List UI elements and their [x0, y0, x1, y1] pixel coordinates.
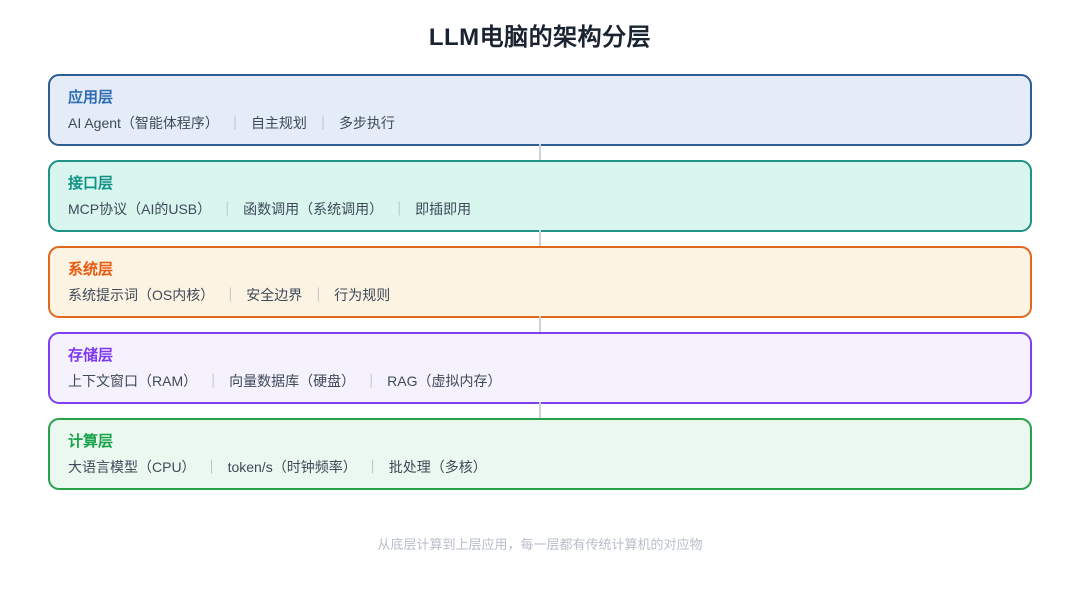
layer-title: 存储层: [68, 347, 114, 364]
layer-title: 系统层: [68, 261, 114, 278]
layer-item: 即插即用: [415, 201, 472, 217]
layer-items: 系统提示词（OS内核） ｜ 安全边界 ｜ 行为规则: [68, 285, 1012, 305]
layer-application: 应用层 AI Agent（智能体程序） ｜ 自主规划 ｜ 多步执行: [48, 74, 1032, 146]
layer-item: 行为规则: [334, 287, 391, 303]
layer-items: 上下文窗口（RAM） ｜ 向量数据库（硬盘） ｜ RAG（虚拟内存）: [68, 371, 1012, 391]
layer-item: 向量数据库（硬盘）: [229, 373, 356, 389]
layer-item: 函数调用（系统调用）: [243, 201, 384, 217]
layer-interface: 接口层 MCP协议（AI的USB） ｜ 函数调用（系统调用） ｜ 即插即用: [48, 160, 1032, 232]
layer-item: 系统提示词（OS内核）: [68, 287, 215, 303]
layer-storage: 存储层 上下文窗口（RAM） ｜ 向量数据库（硬盘） ｜ RAG（虚拟内存）: [48, 332, 1032, 404]
item-separator: ｜: [392, 201, 407, 217]
layer-item: 批处理（多核）: [388, 459, 487, 475]
layer-item: 多步执行: [338, 115, 395, 131]
layer-item: AI Agent（智能体程序）: [68, 115, 219, 131]
layer-compute: 计算层 大语言模型（CPU） ｜ token/s（时钟频率） ｜ 批处理（多核）: [48, 418, 1032, 490]
item-separator: ｜: [223, 287, 238, 303]
item-separator: ｜: [220, 201, 235, 217]
footer-caption: 从底层计算到上层应用，每一层都有传统计算机的对应物: [377, 537, 703, 552]
item-separator: ｜: [311, 287, 326, 303]
page-title: LLM电脑的架构分层: [428, 24, 652, 51]
item-separator: ｜: [364, 373, 379, 389]
layer-item: 安全边界: [246, 287, 303, 303]
item-separator: ｜: [315, 115, 330, 131]
layer-title: 应用层: [68, 89, 114, 106]
item-separator: ｜: [206, 373, 221, 389]
layer-item: RAG（虚拟内存）: [387, 373, 502, 389]
layer-stack: 应用层 AI Agent（智能体程序） ｜ 自主规划 ｜ 多步执行 接口层 MCP协议（…: [48, 74, 1032, 490]
layer-title: 计算层: [68, 433, 114, 450]
layer-item: token/s（时钟频率）: [227, 459, 357, 475]
layer-item: 自主规划: [250, 115, 307, 131]
layer-title: 接口层: [68, 175, 114, 192]
layer-item: MCP协议（AI的USB）: [68, 201, 212, 217]
layer-items: 大语言模型（CPU） ｜ token/s（时钟频率） ｜ 批处理（多核）: [68, 457, 1012, 477]
layer-items: AI Agent（智能体程序） ｜ 自主规划 ｜ 多步执行: [68, 113, 1012, 133]
layer-system: 系统层 系统提示词（OS内核） ｜ 安全边界 ｜ 行为规则: [48, 246, 1032, 318]
layer-item: 上下文窗口（RAM）: [68, 373, 198, 389]
diagram-canvas: LLM电脑的架构分层 应用层 AI Agent（智能体程序） ｜ 自主规划 ｜ 多步执行…: [0, 24, 1080, 594]
item-separator: ｜: [204, 459, 219, 475]
item-separator: ｜: [227, 115, 242, 131]
item-separator: ｜: [365, 459, 380, 475]
layer-items: MCP协议（AI的USB） ｜ 函数调用（系统调用） ｜ 即插即用: [68, 199, 1012, 219]
layer-item: 大语言模型（CPU）: [68, 459, 196, 475]
